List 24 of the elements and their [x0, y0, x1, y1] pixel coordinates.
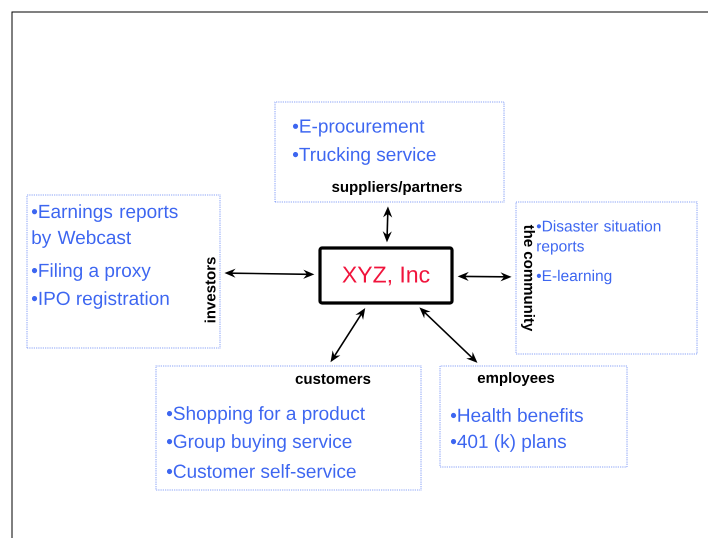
bullet-item: •IPO registration [32, 291, 169, 309]
company-name: XYZ, Inc [342, 266, 430, 286]
bullet-item: •Disaster situation reports [536, 220, 660, 255]
bullet-item: •E-learning [536, 270, 612, 284]
group-heading: employees [478, 372, 554, 386]
bullet-item: •E-procurement [292, 120, 424, 136]
bullet-item: •Health benefits [450, 408, 583, 422]
group-heading: the community [521, 224, 535, 332]
group-box [274, 102, 504, 202]
bullet-item: •Earnings reports by Webcast [32, 204, 178, 248]
group-heading: suppliers/partners [332, 181, 462, 195]
bullet-item: •Filing a proxy [32, 263, 151, 281]
group-box [516, 202, 698, 354]
group-heading: customers [296, 374, 370, 384]
group-heading: investors [204, 257, 216, 322]
bullet-item: •Group buying service [166, 434, 352, 452]
group-box [156, 366, 422, 490]
bullet-item: •Trucking service [292, 147, 436, 165]
bullet-item: •401 (k) plans [450, 434, 566, 452]
bullet-item: •Shopping for a product [166, 406, 365, 424]
company-box [318, 246, 454, 305]
group-box [26, 194, 220, 348]
bullet-item: •Customer self-service [166, 464, 356, 478]
group-box [440, 366, 628, 468]
